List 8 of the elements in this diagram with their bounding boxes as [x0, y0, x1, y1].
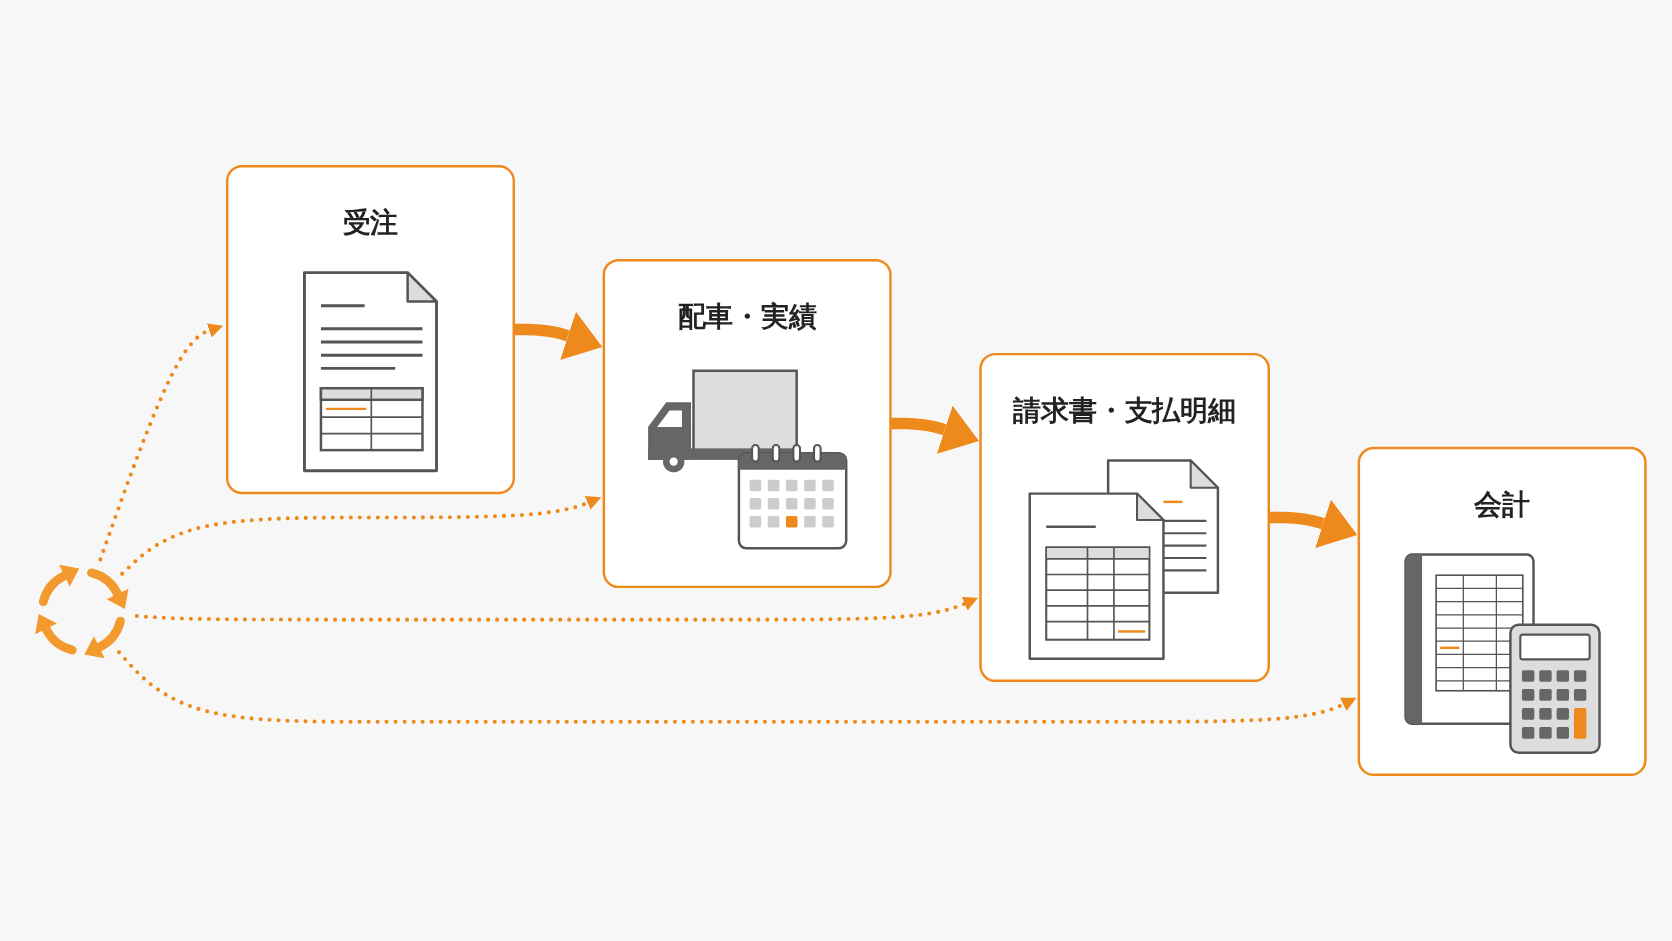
arrow [134, 597, 979, 622]
node-box: 受注 [225, 164, 515, 495]
node-box: 会計 [1357, 446, 1647, 777]
node-box: 請求書・支払明細 [979, 352, 1270, 683]
arrow [120, 496, 602, 576]
node-box: 配車・実績 [602, 258, 892, 589]
arrow [116, 650, 1357, 724]
arrow [98, 323, 224, 562]
